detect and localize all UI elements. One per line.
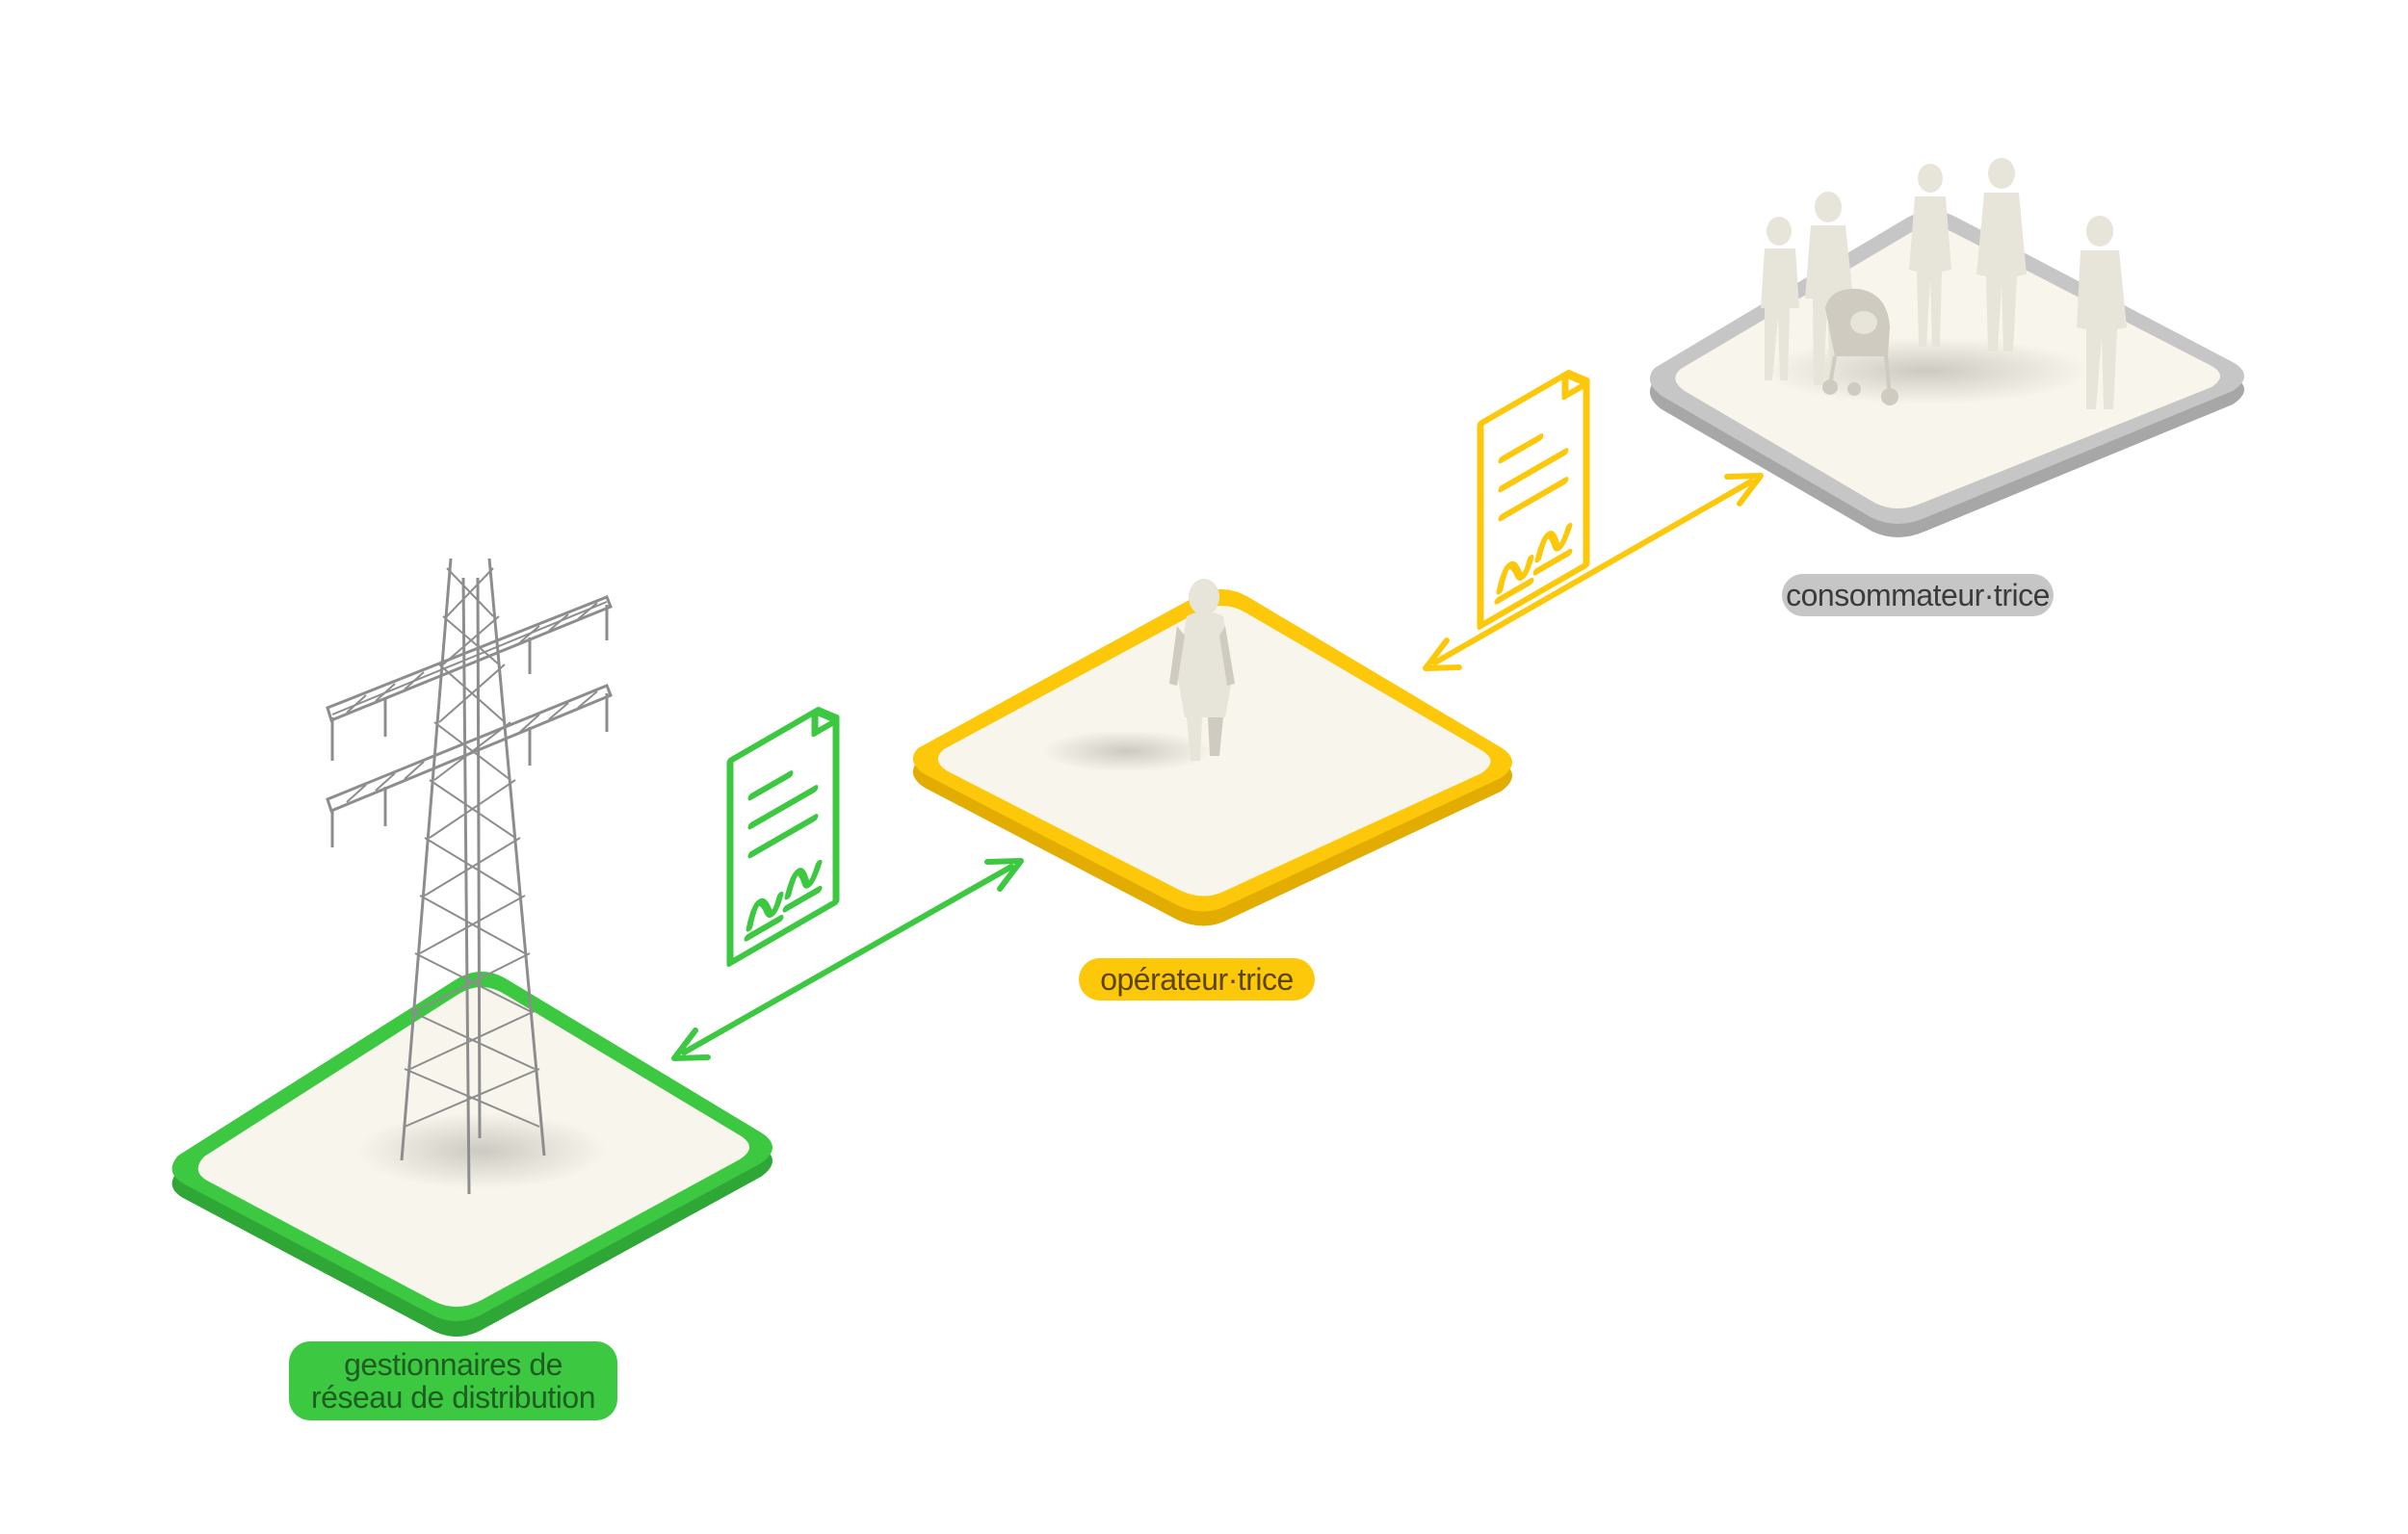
grid-operator-label-line1: gestionnaires de <box>344 1347 563 1382</box>
family-member-5 <box>2077 216 2127 409</box>
consumer-label: consommateur·trice <box>1782 574 2054 616</box>
double-headed-arrow-icon-left <box>671 858 1024 1061</box>
grid-platform <box>171 972 773 1337</box>
grid-operator-label: gestionnaires de réseau de distribution <box>289 1341 617 1420</box>
operator-shadow <box>1040 730 1214 772</box>
grid-operator-label-line2: réseau de distribution <box>311 1380 595 1415</box>
double-headed-arrow-icon-right <box>1423 473 1764 671</box>
electricity-pylon-icon <box>326 558 613 1195</box>
operator-label: opérateur·trice <box>1079 958 1315 1001</box>
person-figure-icon <box>1169 579 1235 761</box>
consumers-shadow <box>1763 337 2090 404</box>
stroller-icon <box>1822 288 1898 405</box>
signed-contract-icon-left <box>726 706 840 968</box>
family-member-4 <box>1976 158 2027 351</box>
pylon-shadow <box>356 1112 607 1189</box>
signed-contract-icon-right <box>1477 369 1590 631</box>
family-member-1 <box>1761 217 1799 380</box>
family-member-3 <box>1909 164 1951 347</box>
family-group-icon <box>1761 158 2127 409</box>
